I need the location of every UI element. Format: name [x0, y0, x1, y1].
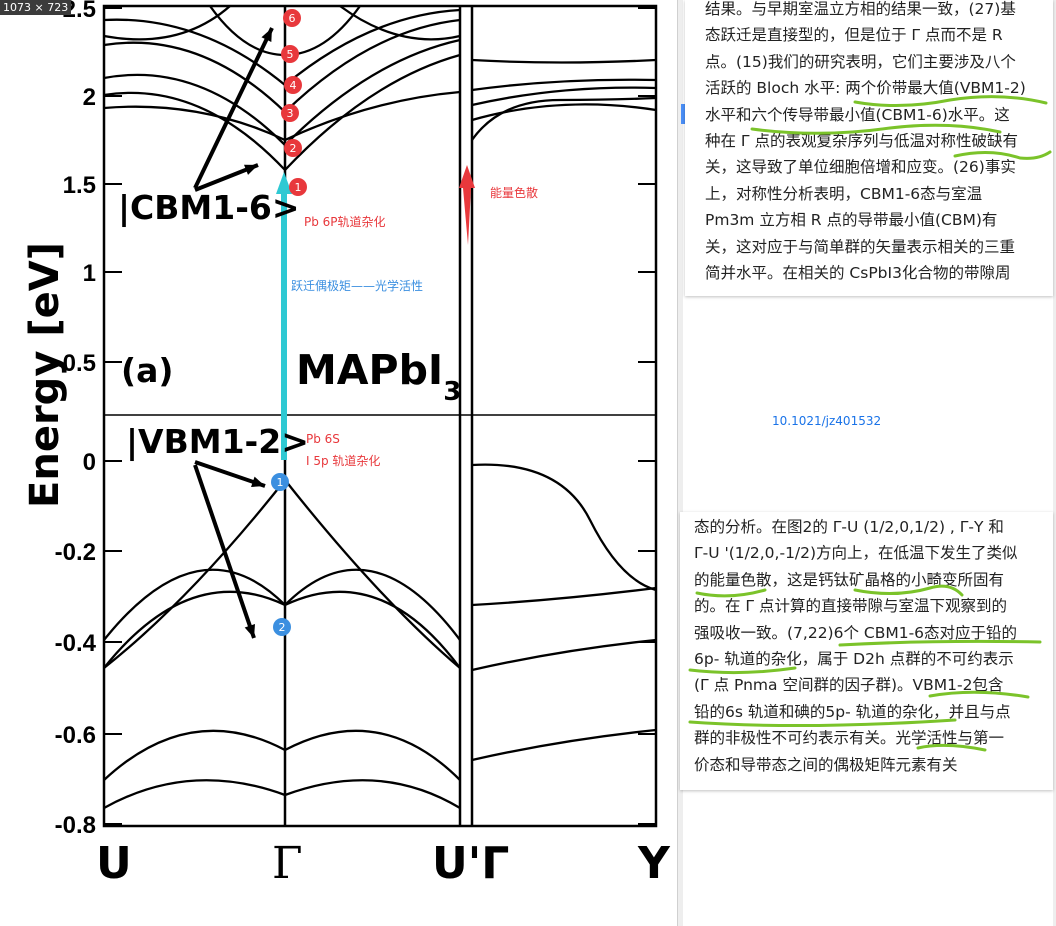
- text-line: 点。(15)我们的研究表明，它们主要涉及八个: [705, 52, 1016, 71]
- y-tick-label: -0.4: [55, 630, 97, 657]
- band-curve: [471, 103, 657, 122]
- y-tick-label: 0.5: [63, 350, 96, 377]
- pb6s-annotation: Pb 6S: [306, 432, 340, 446]
- band-curve: [471, 58, 657, 64]
- band-curve: [103, 18, 461, 114]
- vbm-arrow-top: [194, 460, 266, 488]
- band-curve: [471, 586, 657, 607]
- blue-badge-2: 2: [273, 618, 291, 636]
- red-badge-1: 1: [289, 178, 307, 196]
- pane-divider[interactable]: [677, 0, 683, 926]
- red-badge-3: 3: [281, 104, 299, 122]
- band-curve: [471, 638, 657, 672]
- text-line: 价态和导带态之间的偶极矩阵元素有关: [694, 755, 958, 774]
- svg-text:2: 2: [290, 142, 297, 155]
- text-line: 群的非极性不可约表示有关。光学活性与第一: [694, 729, 1005, 748]
- text-line: 铅的6s 轨道和碘的5p- 轨道的杂化，并且与点: [694, 702, 1011, 721]
- band-curve: [103, 478, 461, 669]
- red-badge-4: 4: [284, 76, 302, 94]
- y-tick-label: -0.8: [55, 812, 96, 839]
- svg-text:1: 1: [295, 181, 302, 194]
- red-badge-5: 5: [281, 45, 299, 63]
- band-curve: [103, 729, 461, 781]
- svg-text:1: 1: [277, 476, 284, 489]
- i5p-annotation: I 5p 轨道杂化: [306, 454, 381, 468]
- cbm-label: |CBM1-6>: [118, 188, 300, 227]
- text-line: 态的分析。在图2的 Γ-U (1/2,0,1/2) , Γ-Y 和: [694, 518, 1004, 536]
- text-panel-bottom: 态的分析。在图2的 Γ-U (1/2,0,1/2) , Γ-Y 和 Γ-U '(…: [680, 512, 1053, 790]
- band-curve: [103, 5, 231, 41]
- band-curve: [471, 463, 657, 592]
- text-line: 6p- 轨道的杂化，属于 D2h 点群的不可约表示: [694, 650, 1014, 669]
- scrollbar-track[interactable]: [1053, 0, 1056, 926]
- dispersion-arrow: [459, 165, 475, 245]
- text-line: 上，对称性分析表明，CBM1-6态与室温: [705, 184, 983, 203]
- svg-text:3: 3: [287, 107, 294, 120]
- band-curve: [103, 568, 461, 641]
- text-line: 水平和六个传导带最小值(CBM1-6)水平。这: [705, 105, 1010, 124]
- text-line: Pm3m 立方相 R 点的导带最小值(CBM)有: [705, 211, 998, 230]
- text-line: 的能量色散，这是钙钛矿晶格的小畸变所固有: [694, 570, 1005, 589]
- transition-arrowhead: [276, 172, 292, 194]
- doi-link[interactable]: 10.1021/jz401532: [772, 414, 882, 428]
- y-tick-label: 2: [83, 84, 96, 111]
- text-line: 简并水平。在相关的 CsPbI3化合物的带隙周: [705, 264, 1011, 283]
- y-axis-label: Energy [eV]: [22, 242, 68, 508]
- svg-text:6: 6: [289, 12, 296, 25]
- y-tick-label: 0: [83, 449, 96, 476]
- band-curve: [103, 53, 461, 172]
- band-curve: [103, 90, 461, 142]
- text-line: (Γ 点 Pnma 空间群的因子群)。VBM1-2包含: [694, 676, 1004, 695]
- cbm-arrow-bottom: [194, 163, 259, 192]
- text-line: 活跃的 Bloch 水平: 两个价带最大值(VBM1-2): [705, 79, 1026, 98]
- cbm-arrow-top: [193, 27, 274, 189]
- vbm-arrow-bottom: [193, 464, 256, 639]
- band-curve: [471, 86, 657, 107]
- dispersion-annotation: 能量色散: [490, 186, 539, 200]
- compound-subscript: 3: [443, 377, 462, 407]
- svg-text:2: 2: [279, 621, 286, 634]
- text-line: 种在 Γ 点的表观复杂序列与低温对称性破缺有: [705, 132, 1018, 151]
- text-line: 的。在 Γ 点计算的直接带隙与室温下观察到的: [694, 597, 1007, 616]
- text-line: 关，这导致了单位细胞倍增和应变。(26)事实: [705, 158, 1016, 177]
- band-curve: [471, 728, 657, 762]
- compound-label: MAPbI3: [296, 346, 461, 407]
- kpoint-gamma: Γ: [272, 838, 303, 889]
- dipole-annotation: 跃迁偶极矩——光学活性: [291, 279, 424, 293]
- kpoint-u-prime-gamma: U'Γ: [432, 838, 510, 889]
- text-line: 态跃迁是直接型的，但是位于 Γ 点而不是 R: [705, 26, 1003, 45]
- text-panel-top: 结果。与早期室温立方相的结果一致，(27)基 态跃迁是直接型的，但是位于 Γ 点…: [685, 0, 1053, 296]
- vbm-label: |VBM1-2>: [126, 422, 309, 461]
- band-curve: [339, 5, 461, 41]
- y-tick-label: 1.5: [63, 172, 96, 199]
- compound-main: MAPbI: [296, 346, 444, 394]
- scroll-marker[interactable]: [681, 104, 686, 124]
- text-line: 结果。与早期室温立方相的结果一致，(27)基: [705, 0, 1016, 18]
- text-line: 关，这对应于与简单群的矢量表示相关的三重: [705, 237, 1016, 256]
- svg-text:5: 5: [287, 48, 294, 61]
- svg-text:4: 4: [290, 79, 297, 92]
- band-curve: [471, 78, 657, 92]
- band-curve: [103, 779, 461, 810]
- kpoint-u: U: [96, 838, 132, 889]
- red-badge-2: 2: [284, 139, 302, 157]
- y-tick-label: -0.2: [55, 539, 96, 566]
- y-tick-label: -0.6: [55, 722, 96, 749]
- plot-frame: [102, 4, 658, 828]
- band-curve: [471, 96, 657, 141]
- dimension-badge: 1073 × 723: [0, 0, 72, 15]
- y-tick-label: 1: [83, 260, 96, 287]
- red-badge-6: 6: [283, 9, 301, 27]
- band-curve: [103, 8, 461, 87]
- text-line: Γ-U '(1/2,0,-1/2)方向上，在低温下发生了类似: [694, 544, 1018, 563]
- text-line: 强吸收一致。(7,22)6个 CBM1-6态对应于铅的: [694, 623, 1018, 642]
- blue-badge-1: 1: [271, 473, 289, 491]
- panel-label: (a): [121, 351, 174, 390]
- kpoint-y: Y: [638, 838, 670, 889]
- pb6p-annotation: Pb 6P轨道杂化: [304, 215, 386, 229]
